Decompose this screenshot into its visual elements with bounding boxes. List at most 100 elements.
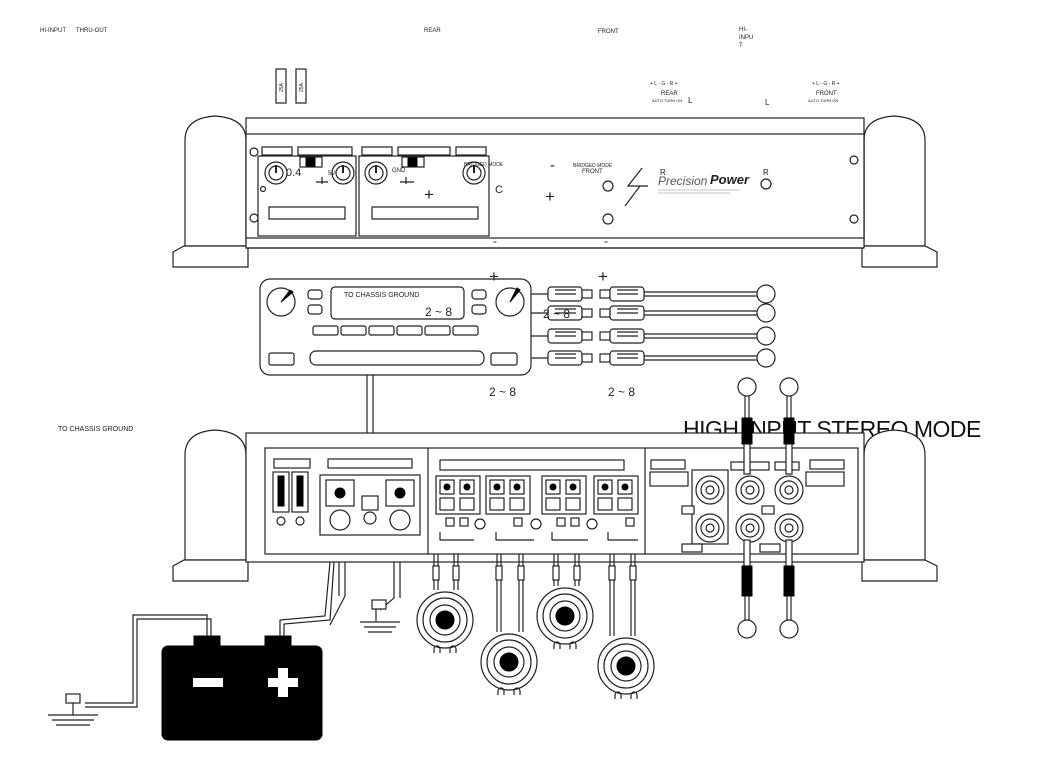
head-unit: TO CHASSIS GROUND 2 ~ 8 [259, 278, 532, 376]
rca-cable-row [531, 348, 776, 368]
high-input-plugs [737, 377, 799, 639]
rca-end [756, 348, 776, 368]
rca-end [756, 326, 776, 346]
rca-jack [774, 513, 804, 543]
rca-left-title: REAR [661, 91, 678, 97]
speaker [416, 591, 474, 653]
r-label-1: R [660, 168, 666, 177]
gain-knob-3[interactable] [364, 161, 388, 185]
speaker-terminal-pair [485, 475, 531, 515]
terminal-screw [513, 517, 523, 527]
rca-left-sub: AUTO TURN ON [652, 98, 682, 103]
speaker-terminals [435, 475, 639, 541]
battery: − + [161, 635, 323, 741]
rca-jack [774, 475, 804, 505]
gain-knob-1[interactable] [264, 161, 288, 185]
power-terminal [319, 458, 421, 536]
hi-input-right-2: INPU [739, 35, 753, 41]
to-chassis-ground-head: TO CHASSIS GROUND [344, 292, 419, 299]
terminal-screw [474, 518, 486, 530]
hi-input-right-3: T [739, 43, 743, 49]
rca-left-l: L [688, 96, 693, 105]
r-label-2: R [763, 168, 769, 177]
gain-knob-2[interactable] [331, 161, 355, 185]
rca-end [756, 284, 776, 304]
fuse-right-label: 25A [299, 82, 305, 92]
front-panel-label: FRONT [582, 169, 603, 175]
rca-jack [695, 513, 725, 543]
impedance-mid: 2 ~ 8 [543, 307, 570, 321]
speaker-terminal-pair [593, 475, 639, 515]
speaker [536, 587, 594, 649]
to-chassis-ground-left: TO CHASSIS GROUND [58, 426, 133, 433]
brand-logo: Precision Power [624, 167, 750, 207]
switch-2[interactable] [401, 156, 425, 168]
impedance-head: 2 ~ 8 [425, 305, 452, 319]
bridged-mode-label: BRIDGED MODE [573, 163, 613, 169]
preset-buttons[interactable] [312, 325, 479, 336]
minus-1: - [550, 157, 555, 174]
bottom-amplifier [172, 429, 938, 582]
minus-3: - [604, 234, 608, 248]
brand-b: Power [710, 172, 750, 187]
rca-cable-row [531, 284, 776, 304]
top-amplifier: 0.4 5V GND BRIDGED MODE + + - - - C BRID… [172, 115, 938, 268]
minus-2: - [493, 234, 497, 248]
fuse-block [272, 458, 311, 526]
speaker-terminal-pair [435, 475, 481, 515]
switch-1[interactable] [299, 156, 323, 168]
hi-input-plug-bottom [779, 539, 799, 639]
terminal-screw [586, 518, 598, 530]
head-unit-knob-right[interactable] [495, 287, 525, 317]
plus-b: + [598, 267, 608, 286]
head-unit-display [330, 286, 465, 320]
rca-jack [695, 475, 725, 505]
brand-a: Precision [658, 174, 708, 188]
c-label: C [495, 184, 503, 196]
impedance-b: 2 ~ 8 [608, 385, 635, 399]
speakers [416, 554, 655, 699]
loose-l: L [765, 98, 770, 107]
rca-left-lgr: + L - G - R + [650, 81, 678, 87]
rca-jack [735, 475, 765, 505]
gain-knob-4[interactable] [462, 161, 486, 185]
amp-ground-symbol [329, 562, 401, 633]
plus-2: + [545, 187, 555, 206]
fuse-right: 25A [295, 68, 307, 104]
terminal-screw [625, 517, 635, 527]
rca-cable-row [531, 326, 776, 346]
speaker-terminal-pair [541, 475, 587, 515]
rca-right-title: FRONT [816, 91, 837, 97]
rca-jack [735, 513, 765, 543]
knob-label-a: 0.4 [286, 167, 301, 179]
gnd-label: GND [392, 168, 406, 174]
fuse-left-label: 25A [279, 82, 285, 92]
speaker [480, 633, 538, 695]
speaker [597, 637, 655, 699]
hi-input-label: HI-INPUT [40, 28, 66, 34]
cd-slot [309, 350, 485, 366]
battery-ground-symbol [48, 693, 98, 726]
thru-out-label: THRU-OUT [76, 28, 108, 34]
battery-neg: − [200, 699, 201, 701]
head-unit-knob-left[interactable] [266, 287, 296, 317]
rca-right-lgr: + L - G - R + [812, 81, 840, 87]
terminal-screw [445, 517, 455, 527]
hi-input-plug-top [737, 377, 757, 475]
terminal-screw [459, 517, 469, 527]
plus-a: + [489, 267, 499, 286]
rca-end [756, 303, 776, 323]
terminal-screw [570, 517, 580, 527]
rca-cables [531, 284, 776, 368]
battery-pos: + [280, 699, 281, 701]
rca-cable-row [531, 303, 776, 323]
hi-input-plug-bottom [737, 539, 757, 639]
front-label: FRONT [598, 29, 619, 35]
terminal-screw [556, 517, 566, 527]
plus-1: + [424, 185, 434, 204]
bridged-small: BRIDGED MODE [464, 162, 504, 168]
rear-label: REAR [424, 28, 441, 34]
fuse-left: 25A [275, 68, 287, 104]
terminal-screw [530, 518, 542, 530]
